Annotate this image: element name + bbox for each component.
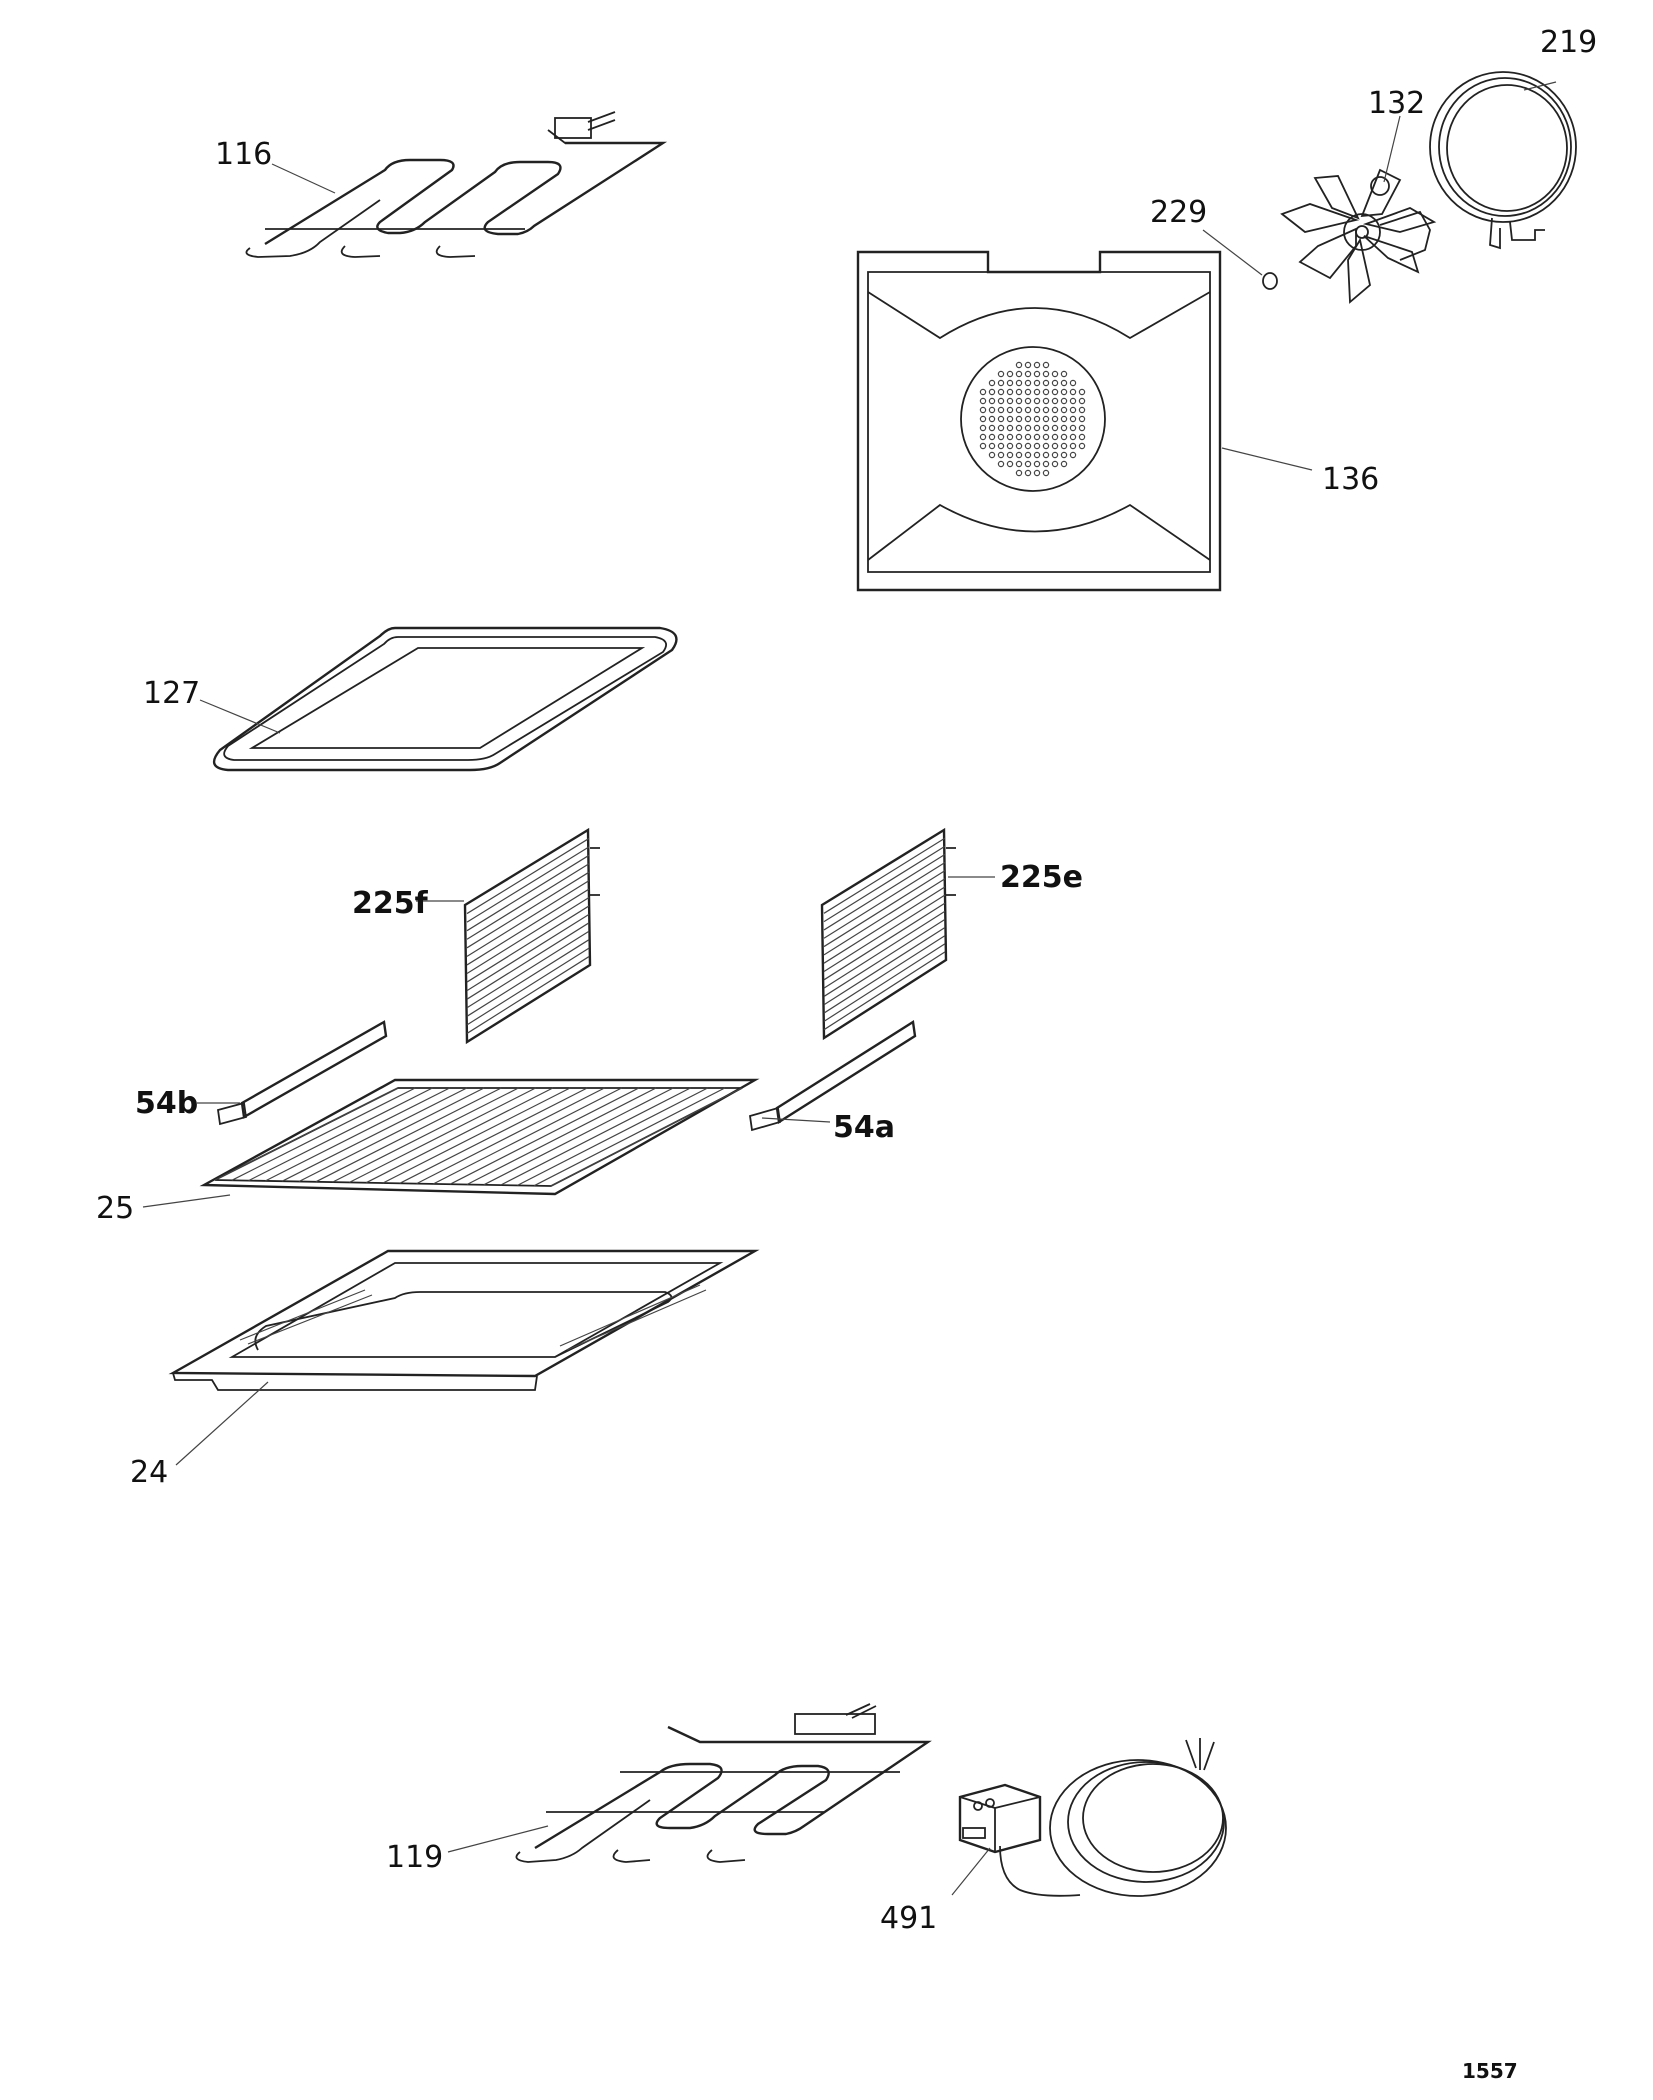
label-119: 119 bbox=[386, 1840, 443, 1875]
baking-tray-24 bbox=[168, 1249, 760, 1391]
nut-229 bbox=[1262, 272, 1278, 290]
leader-25 bbox=[142, 1194, 231, 1208]
label-54a: 54a bbox=[833, 1110, 895, 1145]
wire-shelf-25-wires bbox=[214, 1087, 743, 1187]
leader-219 bbox=[1523, 81, 1557, 91]
leader-116 bbox=[271, 163, 336, 194]
runner-54b bbox=[216, 1020, 388, 1126]
tray-vents bbox=[239, 1284, 707, 1351]
wire-shelf-25 bbox=[199, 1078, 760, 1196]
leader-127 bbox=[199, 699, 281, 734]
fan-132 bbox=[1280, 168, 1437, 304]
leader-132 bbox=[1383, 115, 1401, 183]
label-491: 491 bbox=[880, 1901, 937, 1936]
label-132: 132 bbox=[1368, 86, 1425, 121]
leader-229 bbox=[1202, 229, 1263, 276]
page-number: 1557 bbox=[1462, 2059, 1518, 2083]
side-rack-225f bbox=[463, 827, 600, 1045]
label-116: 116 bbox=[215, 137, 272, 172]
thermostat-coil-219 bbox=[1429, 71, 1577, 250]
back-panel-136 bbox=[856, 250, 1222, 592]
runner-54a bbox=[748, 1019, 917, 1132]
grill-element-116 bbox=[245, 111, 668, 258]
perforation-pattern bbox=[979, 361, 1086, 477]
leader-54a bbox=[761, 1117, 831, 1123]
label-229: 229 bbox=[1150, 195, 1207, 230]
label-24: 24 bbox=[130, 1455, 168, 1490]
label-225f: 225f bbox=[352, 886, 429, 921]
leader-24 bbox=[175, 1381, 269, 1466]
label-127: 127 bbox=[143, 676, 200, 711]
bottom-element-119 bbox=[515, 1703, 932, 1863]
side-rack-225f-wires bbox=[466, 837, 590, 1034]
label-219: 219 bbox=[1540, 25, 1597, 60]
leader-491 bbox=[951, 1847, 991, 1896]
thermostat-491 bbox=[958, 1738, 1227, 1897]
leader-136 bbox=[1221, 447, 1313, 471]
label-25: 25 bbox=[96, 1191, 134, 1226]
leader-119 bbox=[447, 1825, 549, 1853]
label-225e: 225e bbox=[1000, 860, 1083, 895]
label-54b: 54b bbox=[135, 1086, 198, 1121]
side-rack-225e bbox=[820, 827, 956, 1041]
side-rack-225e-wires bbox=[823, 837, 946, 1031]
label-136: 136 bbox=[1322, 462, 1379, 497]
heating-element-127 bbox=[212, 626, 678, 772]
